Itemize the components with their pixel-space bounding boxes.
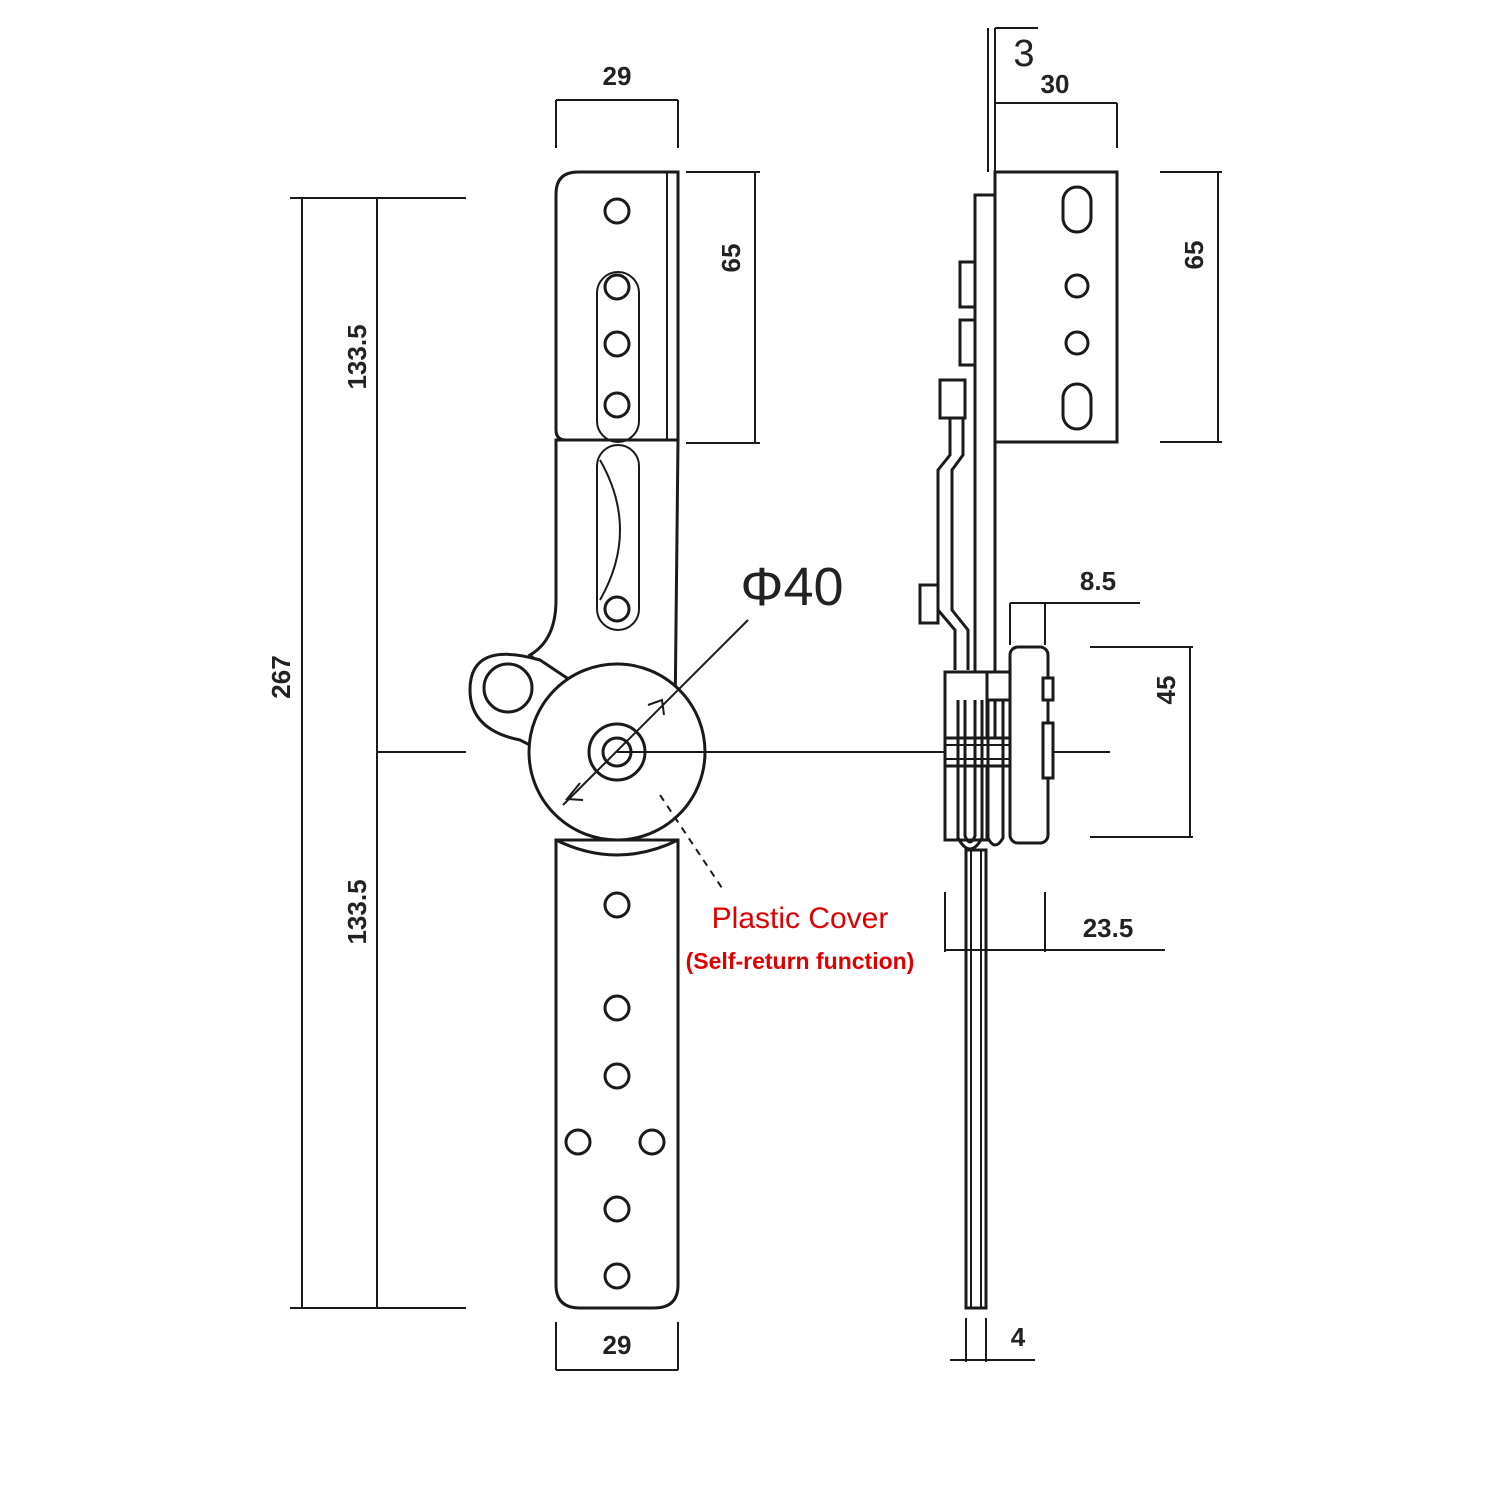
tab	[958, 318, 977, 367]
hole	[603, 197, 631, 225]
hole	[603, 994, 631, 1022]
dim-front-bottom-width: 29	[603, 1330, 632, 1360]
dim-front-bracket-height: 65	[716, 244, 746, 273]
dim-side-hub-height: 45	[1151, 676, 1181, 705]
arrow-head	[564, 782, 584, 801]
hole	[603, 330, 631, 358]
hub-lower-arc	[555, 838, 679, 857]
lever-cap	[938, 378, 967, 420]
hole	[603, 273, 631, 301]
hub-clip	[1041, 721, 1055, 780]
side-bracket	[993, 170, 1119, 444]
hole	[603, 391, 631, 419]
hole	[603, 595, 631, 623]
side-view	[918, 27, 1119, 1310]
top-bracket-plate	[554, 170, 680, 442]
diameter-leader	[562, 619, 749, 806]
hole	[603, 1262, 631, 1290]
dim-total-height: 267	[266, 655, 296, 698]
hub-spacer	[985, 670, 1012, 702]
blade-u-right	[986, 700, 1005, 847]
slot-hole	[1061, 185, 1093, 234]
dim-side-bracket-height: 65	[1179, 241, 1209, 270]
front-view	[468, 170, 1110, 1310]
hole	[564, 1128, 592, 1156]
front-dimensions	[290, 99, 760, 1371]
dim-side-bracket-depth: 30	[1041, 69, 1070, 99]
hole	[603, 1195, 631, 1223]
annotation-subtitle: (Self-return function)	[686, 948, 915, 974]
slot-hole	[1061, 382, 1093, 431]
tab	[958, 260, 977, 309]
lever-tab	[918, 583, 940, 625]
hole	[1064, 330, 1090, 356]
arrow-head	[647, 698, 665, 716]
lower-arm	[554, 838, 680, 1310]
hub-clip	[1041, 676, 1055, 702]
hole	[603, 1062, 631, 1090]
dim-side-hub-offset: 8.5	[1080, 566, 1116, 596]
bent-lever	[936, 395, 957, 670]
lower-blade	[964, 848, 988, 1310]
pivot-hole	[482, 662, 534, 714]
blade-u-inner	[963, 700, 977, 844]
adjust-slot	[596, 271, 640, 443]
dim-upper-half: 133.5	[342, 324, 372, 389]
bent-lever-inner	[950, 395, 970, 670]
dim-lower-half: 133.5	[342, 879, 372, 944]
dim-side-hub-depth: 23.5	[1083, 913, 1134, 943]
hole	[638, 1128, 666, 1156]
side-dimensions	[944, 102, 1222, 1362]
cover-leader	[659, 794, 723, 889]
track-curve	[599, 459, 621, 601]
dim-side-blade-thickness: 4	[1011, 1322, 1026, 1352]
hub-axle	[943, 736, 1012, 768]
annotation-title: Plastic Cover	[712, 902, 889, 935]
dim-hub-diameter: Φ40	[740, 557, 843, 617]
dim-front-top-width: 29	[603, 61, 632, 91]
track-slot	[596, 444, 640, 631]
plastic-cover-annotation: Plastic Cover (Self-return function)	[686, 902, 915, 974]
dim-side-thickness-top: 3	[1013, 33, 1034, 75]
dimension-labels: 29 29 65 267 133.5 133.5 Φ40 3 30 65 8.5…	[266, 33, 1209, 1360]
hole	[603, 891, 631, 919]
hole	[1064, 273, 1090, 299]
